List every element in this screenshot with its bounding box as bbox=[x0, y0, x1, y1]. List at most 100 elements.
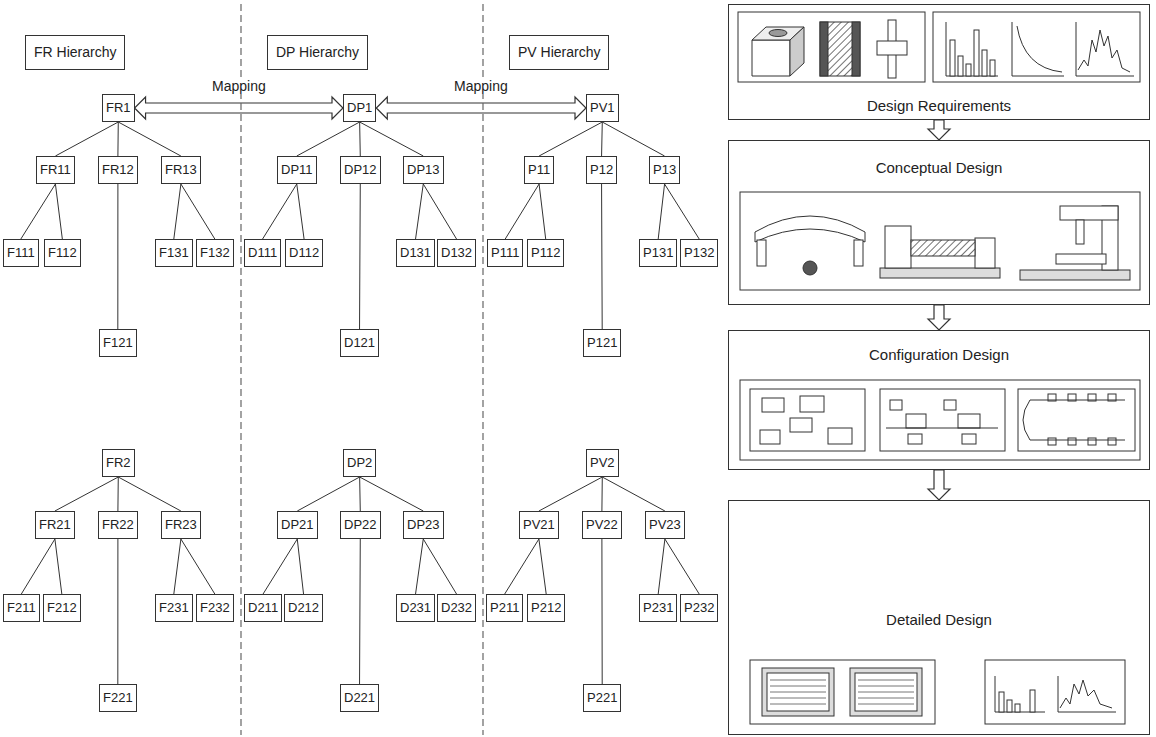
hierarchy-link bbox=[55, 477, 118, 511]
hierarchy-header: PV Hierarchy bbox=[509, 35, 609, 70]
flow-arrow bbox=[928, 120, 950, 140]
node-label: F211 bbox=[7, 600, 36, 615]
hierarchy-link bbox=[665, 539, 699, 594]
hierarchy-link bbox=[602, 122, 664, 156]
hierarchy-link bbox=[658, 184, 664, 239]
hierarchy-box: DP21 bbox=[277, 511, 318, 539]
design-stage-panel: Configuration Design bbox=[728, 330, 1150, 470]
node-label: P221 bbox=[587, 690, 617, 705]
node-label: D221 bbox=[344, 690, 375, 705]
hierarchy-box: P132 bbox=[680, 239, 718, 267]
node-label: FR13 bbox=[165, 162, 197, 177]
node-label: FR11 bbox=[40, 162, 71, 177]
hierarchy-link bbox=[21, 184, 56, 239]
node-label: DP13 bbox=[407, 162, 440, 177]
node-label: PV22 bbox=[586, 517, 618, 532]
node-label: FR2 bbox=[106, 455, 131, 470]
hierarchy-box: P12 bbox=[586, 156, 617, 184]
hierarchy-box: D112 bbox=[285, 239, 323, 267]
node-label: DP23 bbox=[407, 517, 440, 532]
hierarchy-box: PV23 bbox=[645, 511, 685, 539]
hierarchy-box: D121 bbox=[340, 329, 379, 357]
hierarchy-link bbox=[539, 539, 546, 594]
layout-sketch bbox=[1018, 389, 1135, 451]
spectrum-icon bbox=[1076, 22, 1134, 76]
node-label: DP2 bbox=[347, 455, 372, 470]
hierarchy-link bbox=[55, 184, 62, 239]
hierarchy-link bbox=[181, 184, 215, 239]
design-stage-panel: Design Requirements bbox=[728, 4, 1150, 120]
hierarchy-box: F131 bbox=[155, 239, 193, 267]
bar-chart-icon bbox=[995, 676, 1045, 712]
hierarchy-link bbox=[297, 122, 360, 156]
spectrum-icon bbox=[1058, 676, 1116, 712]
node-label: PV23 bbox=[649, 517, 681, 532]
hierarchy-box: PV1 bbox=[586, 94, 619, 122]
icon-frame bbox=[738, 12, 925, 82]
bar-chart-icon bbox=[946, 22, 998, 76]
illustration-frame bbox=[985, 660, 1125, 724]
node-label: FR12 bbox=[102, 162, 134, 177]
hierarchy-box: PV2 bbox=[586, 449, 619, 477]
node-label: P212 bbox=[531, 600, 561, 615]
hierarchy-link bbox=[423, 184, 456, 239]
node-label: PV Hierarchy bbox=[518, 44, 600, 60]
hierarchy-link bbox=[181, 539, 215, 594]
node-label: D232 bbox=[441, 600, 472, 615]
hierarchy-box: P231 bbox=[639, 594, 677, 622]
hierarchy-box: F212 bbox=[43, 594, 81, 622]
hierarchy-box: PV21 bbox=[519, 511, 559, 539]
hierarchy-link bbox=[601, 539, 602, 684]
node-label: P132 bbox=[684, 245, 714, 260]
hierarchy-link bbox=[55, 122, 118, 156]
hierarchy-box: F211 bbox=[3, 594, 40, 622]
hierarchy-box: D111 bbox=[244, 239, 281, 267]
node-label: D212 bbox=[288, 600, 319, 615]
design-stage-panel: Detailed Design bbox=[728, 500, 1150, 735]
hierarchy-link bbox=[359, 184, 361, 329]
hierarchy-box: P112 bbox=[527, 239, 564, 267]
hierarchy-box: DP1 bbox=[343, 94, 376, 122]
hierarchy-link bbox=[118, 122, 181, 156]
hierarchy-box: F121 bbox=[99, 329, 137, 357]
hierarchy-box: F232 bbox=[196, 594, 234, 622]
node-label: FR21 bbox=[39, 517, 71, 532]
hierarchy-box: F111 bbox=[3, 239, 39, 267]
hierarchy-link bbox=[117, 477, 118, 511]
node-label: P131 bbox=[643, 245, 673, 260]
hierarchy-link bbox=[359, 122, 361, 156]
node-label: FR22 bbox=[102, 517, 134, 532]
hierarchy-link bbox=[601, 122, 603, 156]
hierarchy-link bbox=[360, 477, 424, 511]
hierarchy-link bbox=[658, 539, 665, 594]
hierarchy-box: FR23 bbox=[161, 511, 201, 539]
hierarchy-box: DP22 bbox=[340, 511, 381, 539]
hierarchy-box: D221 bbox=[340, 684, 379, 712]
edge-label: Mapping bbox=[210, 78, 268, 94]
hierarchy-box: P212 bbox=[527, 594, 565, 622]
hierarchy-box: D232 bbox=[437, 594, 476, 622]
flow-arrow bbox=[928, 305, 950, 330]
icon-frame bbox=[933, 12, 1140, 82]
hierarchy-link bbox=[174, 184, 181, 239]
hierarchy-box: P11 bbox=[524, 156, 554, 184]
hierarchy-box: DP12 bbox=[340, 156, 381, 184]
hierarchy-box: DP13 bbox=[403, 156, 444, 184]
node-label: D231 bbox=[400, 600, 431, 615]
arch-frame-sketch bbox=[755, 216, 865, 275]
flow-arrow bbox=[928, 470, 950, 500]
hierarchy-link bbox=[602, 477, 665, 511]
hierarchy-box: DP11 bbox=[277, 156, 317, 184]
node-label: PV2 bbox=[590, 455, 615, 470]
stage-title: Detailed Design bbox=[729, 611, 1149, 629]
design-stage-panel: Conceptual Design bbox=[728, 140, 1150, 305]
hierarchy-box: P13 bbox=[649, 156, 680, 184]
hierarchy-link bbox=[297, 184, 304, 239]
hierarchy-link bbox=[174, 539, 181, 594]
node-label: D211 bbox=[248, 600, 278, 615]
hierarchy-link bbox=[359, 477, 361, 511]
lathe-sketch bbox=[880, 226, 1000, 278]
node-label: P232 bbox=[684, 600, 714, 615]
hierarchy-link bbox=[539, 477, 602, 511]
node-label: F111 bbox=[7, 245, 35, 260]
